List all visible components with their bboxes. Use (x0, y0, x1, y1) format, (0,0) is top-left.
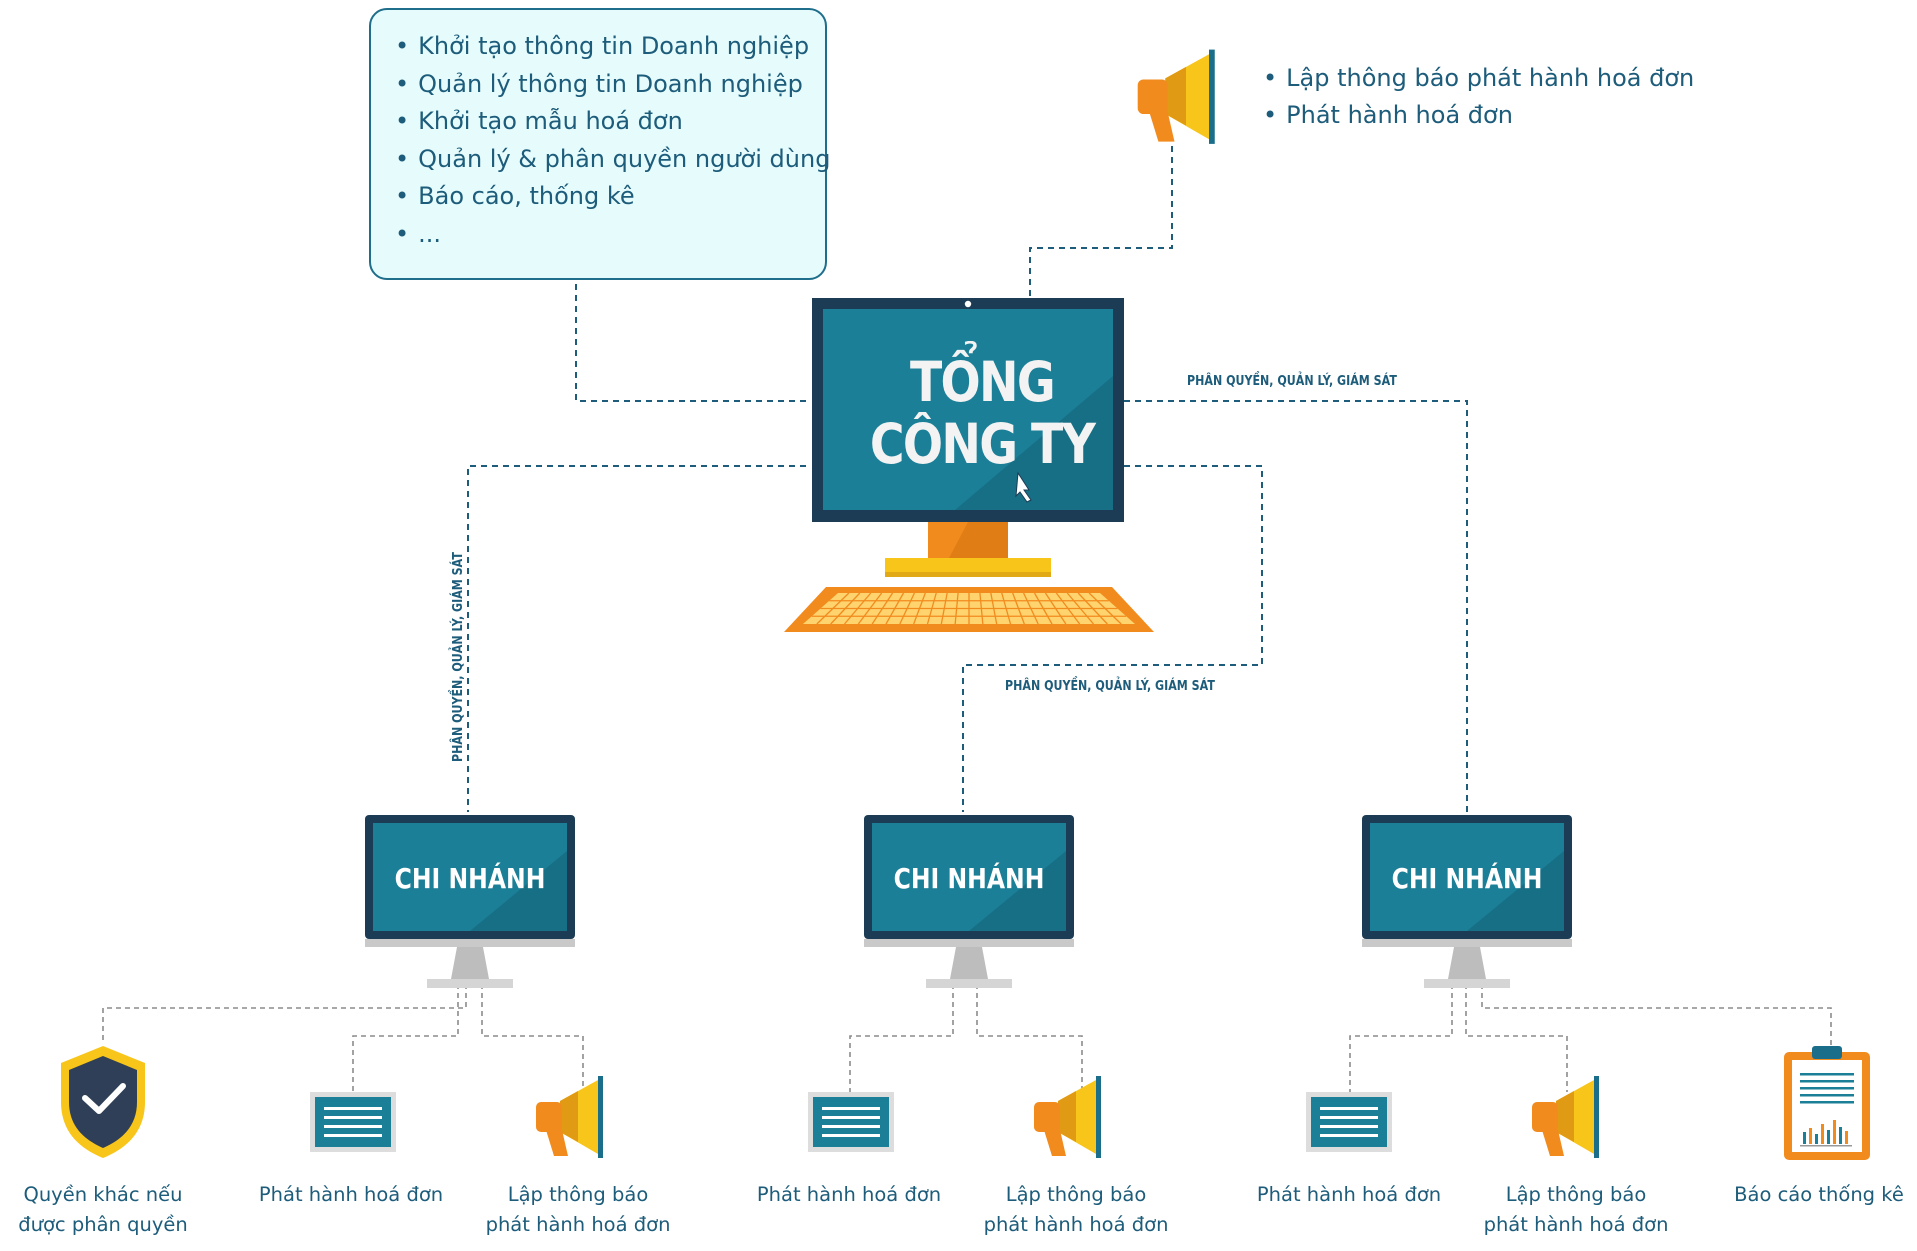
hq-title-line2: CÔNG TY (869, 412, 1096, 476)
branch-computer-1 (365, 815, 575, 988)
hq-title-line1: TỔNG (909, 350, 1056, 414)
caption-line: Quyền khác nếu (23, 1183, 183, 1206)
publish-item: Phát hành hoá đơn (1263, 97, 1694, 134)
shield-check-icon (61, 1046, 145, 1158)
clipboard-report-icon (1784, 1046, 1870, 1160)
leaf-caption-issue-invoice: Phát hành hoá đơn (744, 1180, 954, 1210)
caption-line: phát hành hoá đơn (485, 1213, 671, 1236)
caption-line: Phát hành hoá đơn (1256, 1183, 1442, 1206)
megaphone-icon (536, 1076, 603, 1158)
caption-line: Lập thông báo (1505, 1183, 1647, 1206)
branch-label-1: CHI NHÁNH (394, 862, 546, 895)
leaf-caption-issue-notice: Lập thông báo phát hành hoá đơn (473, 1180, 683, 1240)
megaphone-icon (1137, 49, 1215, 144)
info-item: Khởi tạo mẫu hoá đơn (395, 103, 830, 141)
branch-computer-3 (1362, 815, 1572, 988)
megaphone-icon (1532, 1076, 1599, 1158)
invoice-document-icon (808, 1092, 894, 1152)
caption-line: Lập thông báo (1005, 1183, 1147, 1206)
leaf-caption-issue-notice: Lập thông báo phát hành hoá đơn (1471, 1180, 1681, 1240)
edge-label-left: PHÂN QUYỀN, QUẢN LÝ, GIÁM SÁT (450, 552, 466, 762)
invoice-document-icon (1306, 1092, 1392, 1152)
info-item: ... (395, 216, 830, 254)
megaphone-icon (1034, 1076, 1101, 1158)
publish-list: Lập thông báo phát hành hoá đơn Phát hàn… (1263, 60, 1694, 134)
info-item: Báo cáo, thống kê (395, 178, 830, 216)
megaphone-icon (1140, 68, 1141, 69)
info-item: Quản lý thông tin Doanh nghiệp (395, 66, 830, 104)
caption-line: Phát hành hoá đơn (756, 1183, 942, 1206)
info-list: Khởi tạo thông tin Doanh nghiệp Quản lý … (395, 28, 830, 253)
leaf-caption-issue-invoice: Phát hành hoá đơn (1244, 1180, 1454, 1210)
publish-item: Lập thông báo phát hành hoá đơn (1263, 60, 1694, 97)
caption-line: phát hành hoá đơn (1483, 1213, 1669, 1236)
headquarters-computer (784, 298, 1154, 632)
invoice-document-icon (310, 1092, 396, 1152)
info-item: Quản lý & phân quyền người dùng (395, 141, 830, 179)
caption-line: Báo cáo thống kê (1734, 1183, 1904, 1206)
edge-label-middle: PHÂN QUYỀN, QUẢN LÝ, GIÁM SÁT (1005, 678, 1215, 694)
caption-line: Phát hành hoá đơn (258, 1183, 444, 1206)
leaf-caption-permissions: Quyền khác nếu được phân quyền (0, 1180, 208, 1240)
leaf-caption-issue-notice: Lập thông báo phát hành hoá đơn (971, 1180, 1181, 1240)
caption-line: phát hành hoá đơn (983, 1213, 1169, 1236)
caption-line: Lập thông báo (507, 1183, 649, 1206)
branch-label-3: CHI NHÁNH (1391, 862, 1543, 895)
caption-line: được phân quyền (18, 1213, 188, 1236)
branch-label-2: CHI NHÁNH (893, 862, 1045, 895)
branch-computer-2 (864, 815, 1074, 988)
leaf-lines (102, 984, 1832, 1092)
edge-label-right: PHÂN QUYỀN, QUẢN LÝ, GIÁM SÁT (1187, 373, 1397, 389)
connector-lines (467, 140, 1468, 812)
leaf-caption-report: Báo cáo thống kê (1723, 1180, 1915, 1210)
info-item: Khởi tạo thông tin Doanh nghiệp (395, 28, 830, 66)
leaf-caption-issue-invoice: Phát hành hoá đơn (246, 1180, 456, 1210)
